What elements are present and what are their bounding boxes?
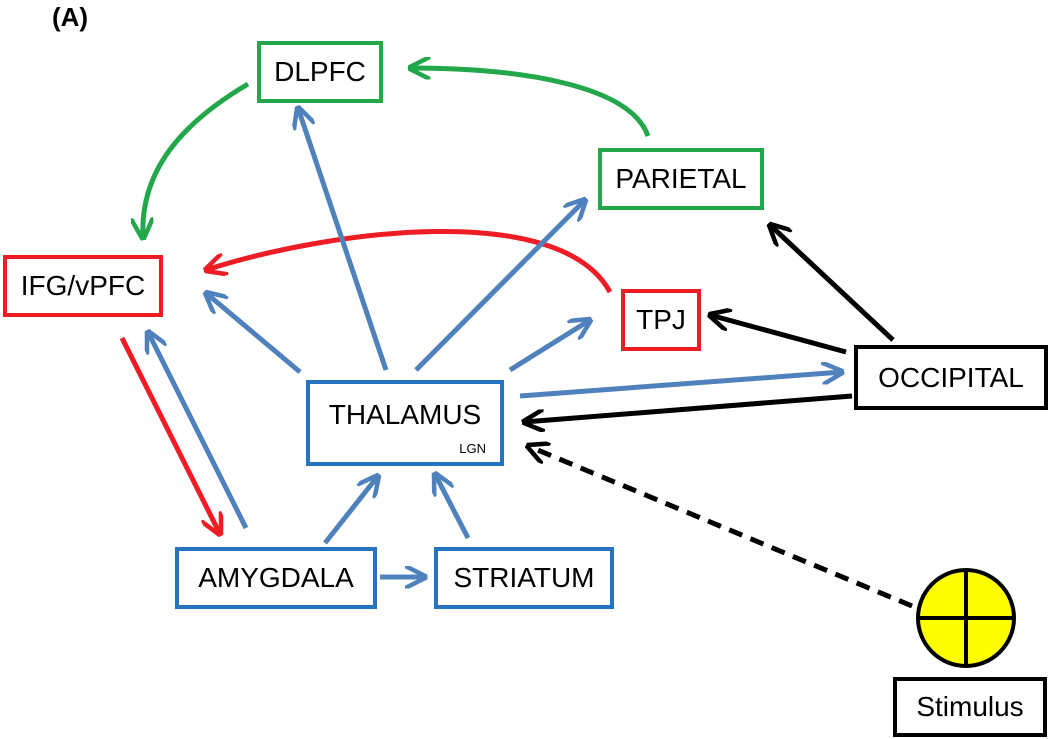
- arrow-dlpfc-to-ifg: [143, 81, 250, 238]
- arrow-occipital-to-tpj: [710, 315, 847, 355]
- arrow-thalamus-to-ifg: [206, 293, 302, 374]
- arrow-ifg-to-amygdala: [119, 336, 220, 534]
- node-thalamus-label: THALAMUS: [328, 399, 482, 430]
- node-dlpfc-label: DLPFC: [274, 56, 366, 87]
- stimulus-crosshair-icon: [916, 568, 1016, 668]
- node-stimulus: Stimulus: [893, 677, 1047, 737]
- arrow-stimulus-to-thalamus: [528, 446, 913, 609]
- arrow-parietal-to-dlpfc: [410, 68, 651, 137]
- arrow-striatum-to-thalamus: [435, 474, 471, 540]
- node-ifg-vpfc-label: IFG/vPFC: [20, 270, 146, 301]
- node-amygdala-label: AMYGDALA: [198, 562, 354, 593]
- panel-label: (A): [52, 2, 89, 32]
- node-striatum-label: STRIATUM: [453, 562, 595, 593]
- arrow-amygdala-to-thalamus: [323, 476, 378, 545]
- node-dlpfc: DLPFC: [257, 41, 383, 103]
- arrow-tpj-to-ifg: [206, 229, 613, 294]
- node-tpj-label: TPJ: [636, 304, 686, 335]
- node-parietal-label: PARIETAL: [615, 163, 747, 194]
- arrow-thalamus-to-dlpfc: [298, 108, 389, 371]
- arrow-occipital-to-parietal: [770, 225, 895, 342]
- node-occipital-label: OCCIPITAL: [878, 361, 1024, 393]
- node-thalamus-sublabel: LGN: [459, 441, 486, 456]
- node-parietal: PARIETAL: [598, 148, 764, 210]
- arrow-thalamus-to-occipital: [519, 372, 842, 399]
- arrow-occipital-to-thalamus: [524, 393, 853, 422]
- arrow-thalamus-to-tpj: [508, 320, 590, 373]
- arrow-thalamus-to-parietal: [414, 200, 585, 372]
- node-thalamus: THALAMUS LGN: [306, 380, 504, 466]
- node-stimulus-label: Stimulus: [916, 691, 1024, 722]
- node-occipital: OCCIPITAL: [854, 345, 1048, 410]
- node-ifg-vpfc: IFG/vPFC: [3, 255, 163, 317]
- node-amygdala: AMYGDALA: [175, 547, 377, 609]
- node-tpj: TPJ: [621, 289, 701, 351]
- arrow-amygdala-to-ifg: [148, 332, 249, 530]
- node-striatum: STRIATUM: [434, 547, 614, 609]
